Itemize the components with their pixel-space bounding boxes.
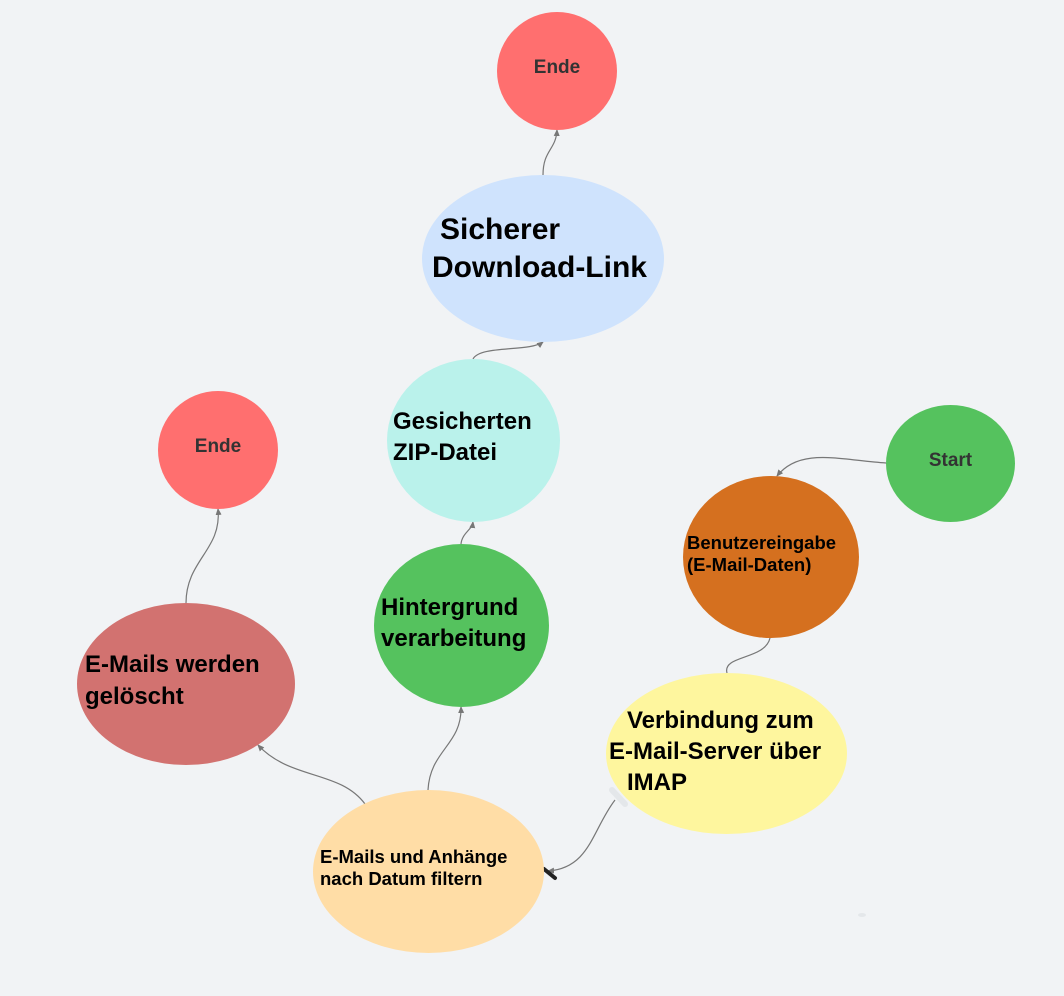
node-ende-left-label: Ende (158, 436, 278, 459)
edge-dl-to-end2 (542, 129, 560, 176)
edge-bg-to-zip (460, 521, 476, 545)
edge-start-to-input (776, 456, 887, 477)
label-line: ZIP-Datei (393, 439, 498, 466)
edge-imap-to-filter (547, 799, 616, 874)
label-line: gelöscht (85, 683, 184, 710)
node-download-link-label: Sicherer Download-Link (432, 211, 647, 287)
node-benutzereingabe[interactable] (683, 476, 859, 638)
label-line: IMAP (627, 769, 687, 796)
node-ende-top[interactable] (497, 12, 617, 130)
label-line: Ende (194, 436, 242, 457)
edge-delete-to-end1 (185, 508, 222, 604)
node-zip-datei[interactable] (387, 359, 560, 522)
label-line: Ende (533, 57, 581, 78)
label-line: E-Mail-Server über (609, 738, 822, 765)
label-line: (E-Mail-Daten) (687, 554, 812, 576)
label-line: E-Mails und Anhänge (320, 846, 508, 867)
label-line: Benutzereingabe (687, 532, 837, 553)
node-benutzereingabe-label: Benutzereingabe (E-Mail-Daten) (687, 532, 836, 576)
node-filter-label: E-Mails und Anhänge nach Datum filtern (320, 846, 507, 890)
label-line: Download-Link (432, 251, 647, 284)
edge-input-to-imap (726, 637, 771, 674)
node-hintergrund-label: Hintergrund verarbeitung (381, 592, 526, 654)
stray-mark (858, 913, 866, 917)
edge-zip-to-dl (472, 341, 544, 360)
label-line: Verbindung zum (627, 707, 814, 734)
label-line: Sicherer (440, 213, 561, 246)
edge-imap-to-filter-start-mark (609, 787, 628, 807)
edge-filter-to-delete (257, 744, 366, 805)
node-emails-geloescht-label: E-Mails werden gelöscht (85, 649, 260, 713)
node-filter[interactable] (313, 790, 544, 953)
edge-imap-to-filter-end-mark (542, 867, 557, 880)
node-hintergrund[interactable] (374, 544, 549, 707)
node-imap-verbindung[interactable] (606, 673, 847, 834)
label-line: Hintergrund (381, 594, 519, 621)
node-imap-verbindung-label: Verbindung zum E-Mail-Server über IMAP (609, 705, 821, 798)
node-emails-geloescht[interactable] (77, 603, 295, 765)
label-line: verarbeitung (381, 625, 527, 652)
edge-filter-to-bg (427, 706, 465, 791)
label-line: E-Mails werden (85, 651, 260, 678)
node-download-link[interactable] (422, 175, 664, 342)
node-ende-left[interactable] (158, 391, 278, 509)
node-start[interactable] (886, 405, 1015, 522)
label-line: Gesicherten (393, 408, 532, 435)
label-line: Start (928, 450, 973, 471)
node-ende-top-label: Ende (497, 57, 617, 80)
label-line: nach Datum filtern (320, 868, 483, 890)
node-zip-datei-label: Gesicherten ZIP-Datei (393, 406, 532, 468)
node-start-label: Start (886, 450, 1015, 473)
